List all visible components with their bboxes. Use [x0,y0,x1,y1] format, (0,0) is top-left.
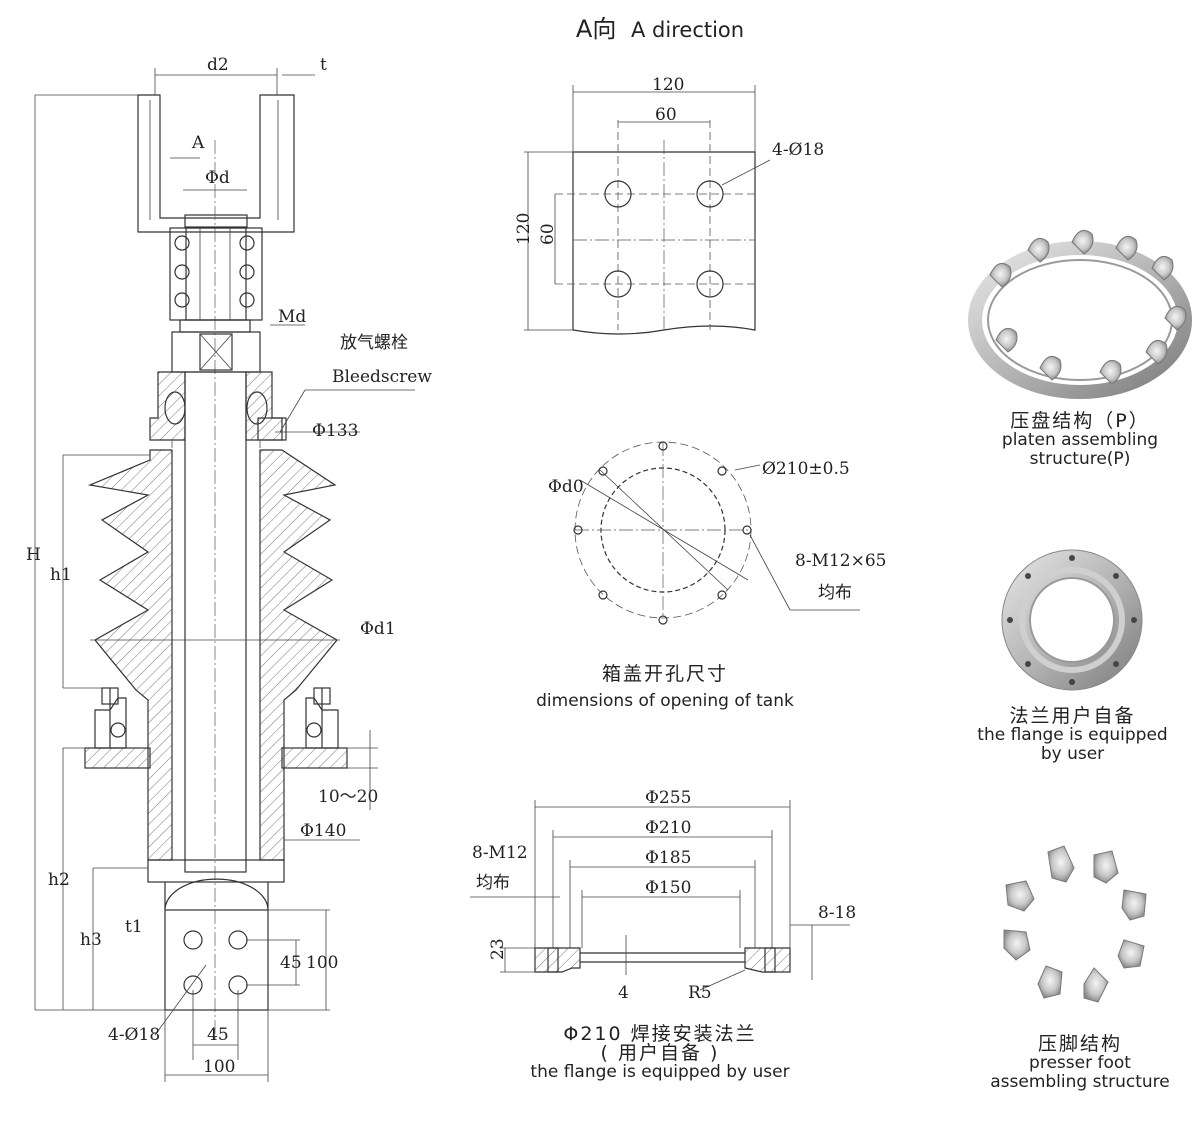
presser-caption-en2: assembling structure [990,1072,1170,1092]
dim-md: Md [278,307,306,327]
a-view-dim-120-height: 120 [514,213,534,245]
a-direction-title-en: A direction [631,18,745,42]
a-direction-title-zh: A向 [575,15,617,43]
platen-assembly-photo [968,229,1192,399]
clamp-right [305,687,339,749]
dim-h3: h3 [80,930,102,950]
tank-dim-bolts: 8-M12×65 [795,551,886,571]
dim-100-vertical: 100 [306,953,338,973]
flange-dim-m12: 8-M12 [472,843,528,863]
tank-opening-caption-en: dimensions of opening of tank [536,691,794,711]
clamp-left [94,687,127,749]
dim-a-arrow-label: A [191,133,205,153]
a-view-hole-label: 4-Ø18 [772,140,824,160]
a-view-dim-60-height: 60 [538,223,558,245]
flange-caption-zh2: ( 用户自备 ) [600,1042,720,1064]
flange-caption-zh1: Φ210 焊接安装法兰 [563,1023,757,1045]
flange-dim-23: 23 [488,938,508,960]
dim-45-vertical: 45 [280,953,302,973]
flange-photo-caption-en1: the flange is equipped [977,725,1168,745]
flange-photo-caption-zh: 法兰用户自备 [1009,705,1136,727]
dim-h: H [26,545,41,565]
flange-photo-caption: 法兰用户自备 the flange is equipped by user [955,707,1190,764]
flange-photo-caption-en2: by user [1040,744,1105,764]
flange-dim-phi185: Φ185 [645,848,691,868]
dim-h2: h2 [48,870,70,890]
a-direction-view: 120 60 120 60 4-Ø18 [514,75,824,335]
tank-opening-caption: 箱盖开孔尺寸 dimensions of opening of tank [520,665,810,711]
dim-phi133: Φ133 [312,421,358,441]
flange-caption-en: the flange is equipped by user [530,1062,790,1082]
dim-phi-d: Φd [205,168,230,188]
presser-caption-zh: 压脚结构 [1037,1033,1122,1055]
bottom-terminal-holes [183,930,248,995]
dim-4-holes: 4-Ø18 [108,1025,160,1045]
flange-dim-phi150: Φ150 [645,878,691,898]
tank-dim-bolts-zh: 均布 [818,583,852,603]
dim-h1: h1 [50,565,72,585]
tank-dim-phi-d0: Φd0 [548,477,584,497]
dim-d2: d2 [207,55,229,75]
label-bleed-en: Bleedscrew [332,367,432,387]
terminal-bolts [174,235,255,308]
label-bleed-zh: 放气螺栓 [340,333,408,353]
tank-opening-view: Φd0 Ø210±0.5 8-M12×65 均布 [548,441,886,625]
flange-section-view: Φ255 Φ210 Φ185 Φ150 8-M12 均布 8-18 23 4 R… [470,788,856,1003]
dim-phi140: Φ140 [300,821,346,841]
flange-dim-phi255: Φ255 [645,788,691,808]
flange-ring-photo [1001,549,1143,691]
platen-caption-en2: structure(P) [1029,449,1131,469]
flange-dim-phi210: Φ210 [645,818,691,838]
dim-phi-d1: Φd1 [360,619,396,639]
a-view-dim-60-width: 60 [655,105,677,125]
tank-opening-caption-zh: 箱盖开孔尺寸 [601,663,728,685]
dim-100-horizontal: 100 [203,1057,235,1077]
presser-feet-photo [1003,845,1147,1003]
bolt-circle-holes [573,441,752,625]
a-direction-title: A向 A direction [560,17,760,42]
dim-t: t [320,55,327,75]
platen-caption: 压盘结构（P） platen assembling structure(P) [985,412,1175,469]
presser-caption: 压脚结构 presser foot assembling structure [975,1035,1185,1092]
presser-caption-en1: presser foot [1029,1053,1131,1073]
platen-caption-zh: 压盘结构（P） [1010,410,1150,432]
bushing-main-view: d2 t A Φd Md 放气螺栓 Bleedscrew Φ133 H h1 Φ… [26,55,432,1082]
flange-dim-8-18: 8-18 [818,903,856,923]
tank-dim-phi210: Ø210±0.5 [762,459,850,479]
dim-t1: t1 [125,917,143,937]
flange-caption: Φ210 焊接安装法兰 ( 用户自备 ) the flange is equip… [510,1025,810,1082]
flange-dim-r5: R5 [688,983,712,1003]
flange-dim-4: 4 [618,983,629,1003]
dim-45-horizontal: 45 [207,1025,229,1045]
platen-caption-en1: platen assembling [1001,430,1159,450]
a-view-dim-120-width: 120 [652,75,684,95]
flange-dim-m12-zh: 均布 [476,873,510,893]
dim-10-20: 10～20 [318,787,378,807]
